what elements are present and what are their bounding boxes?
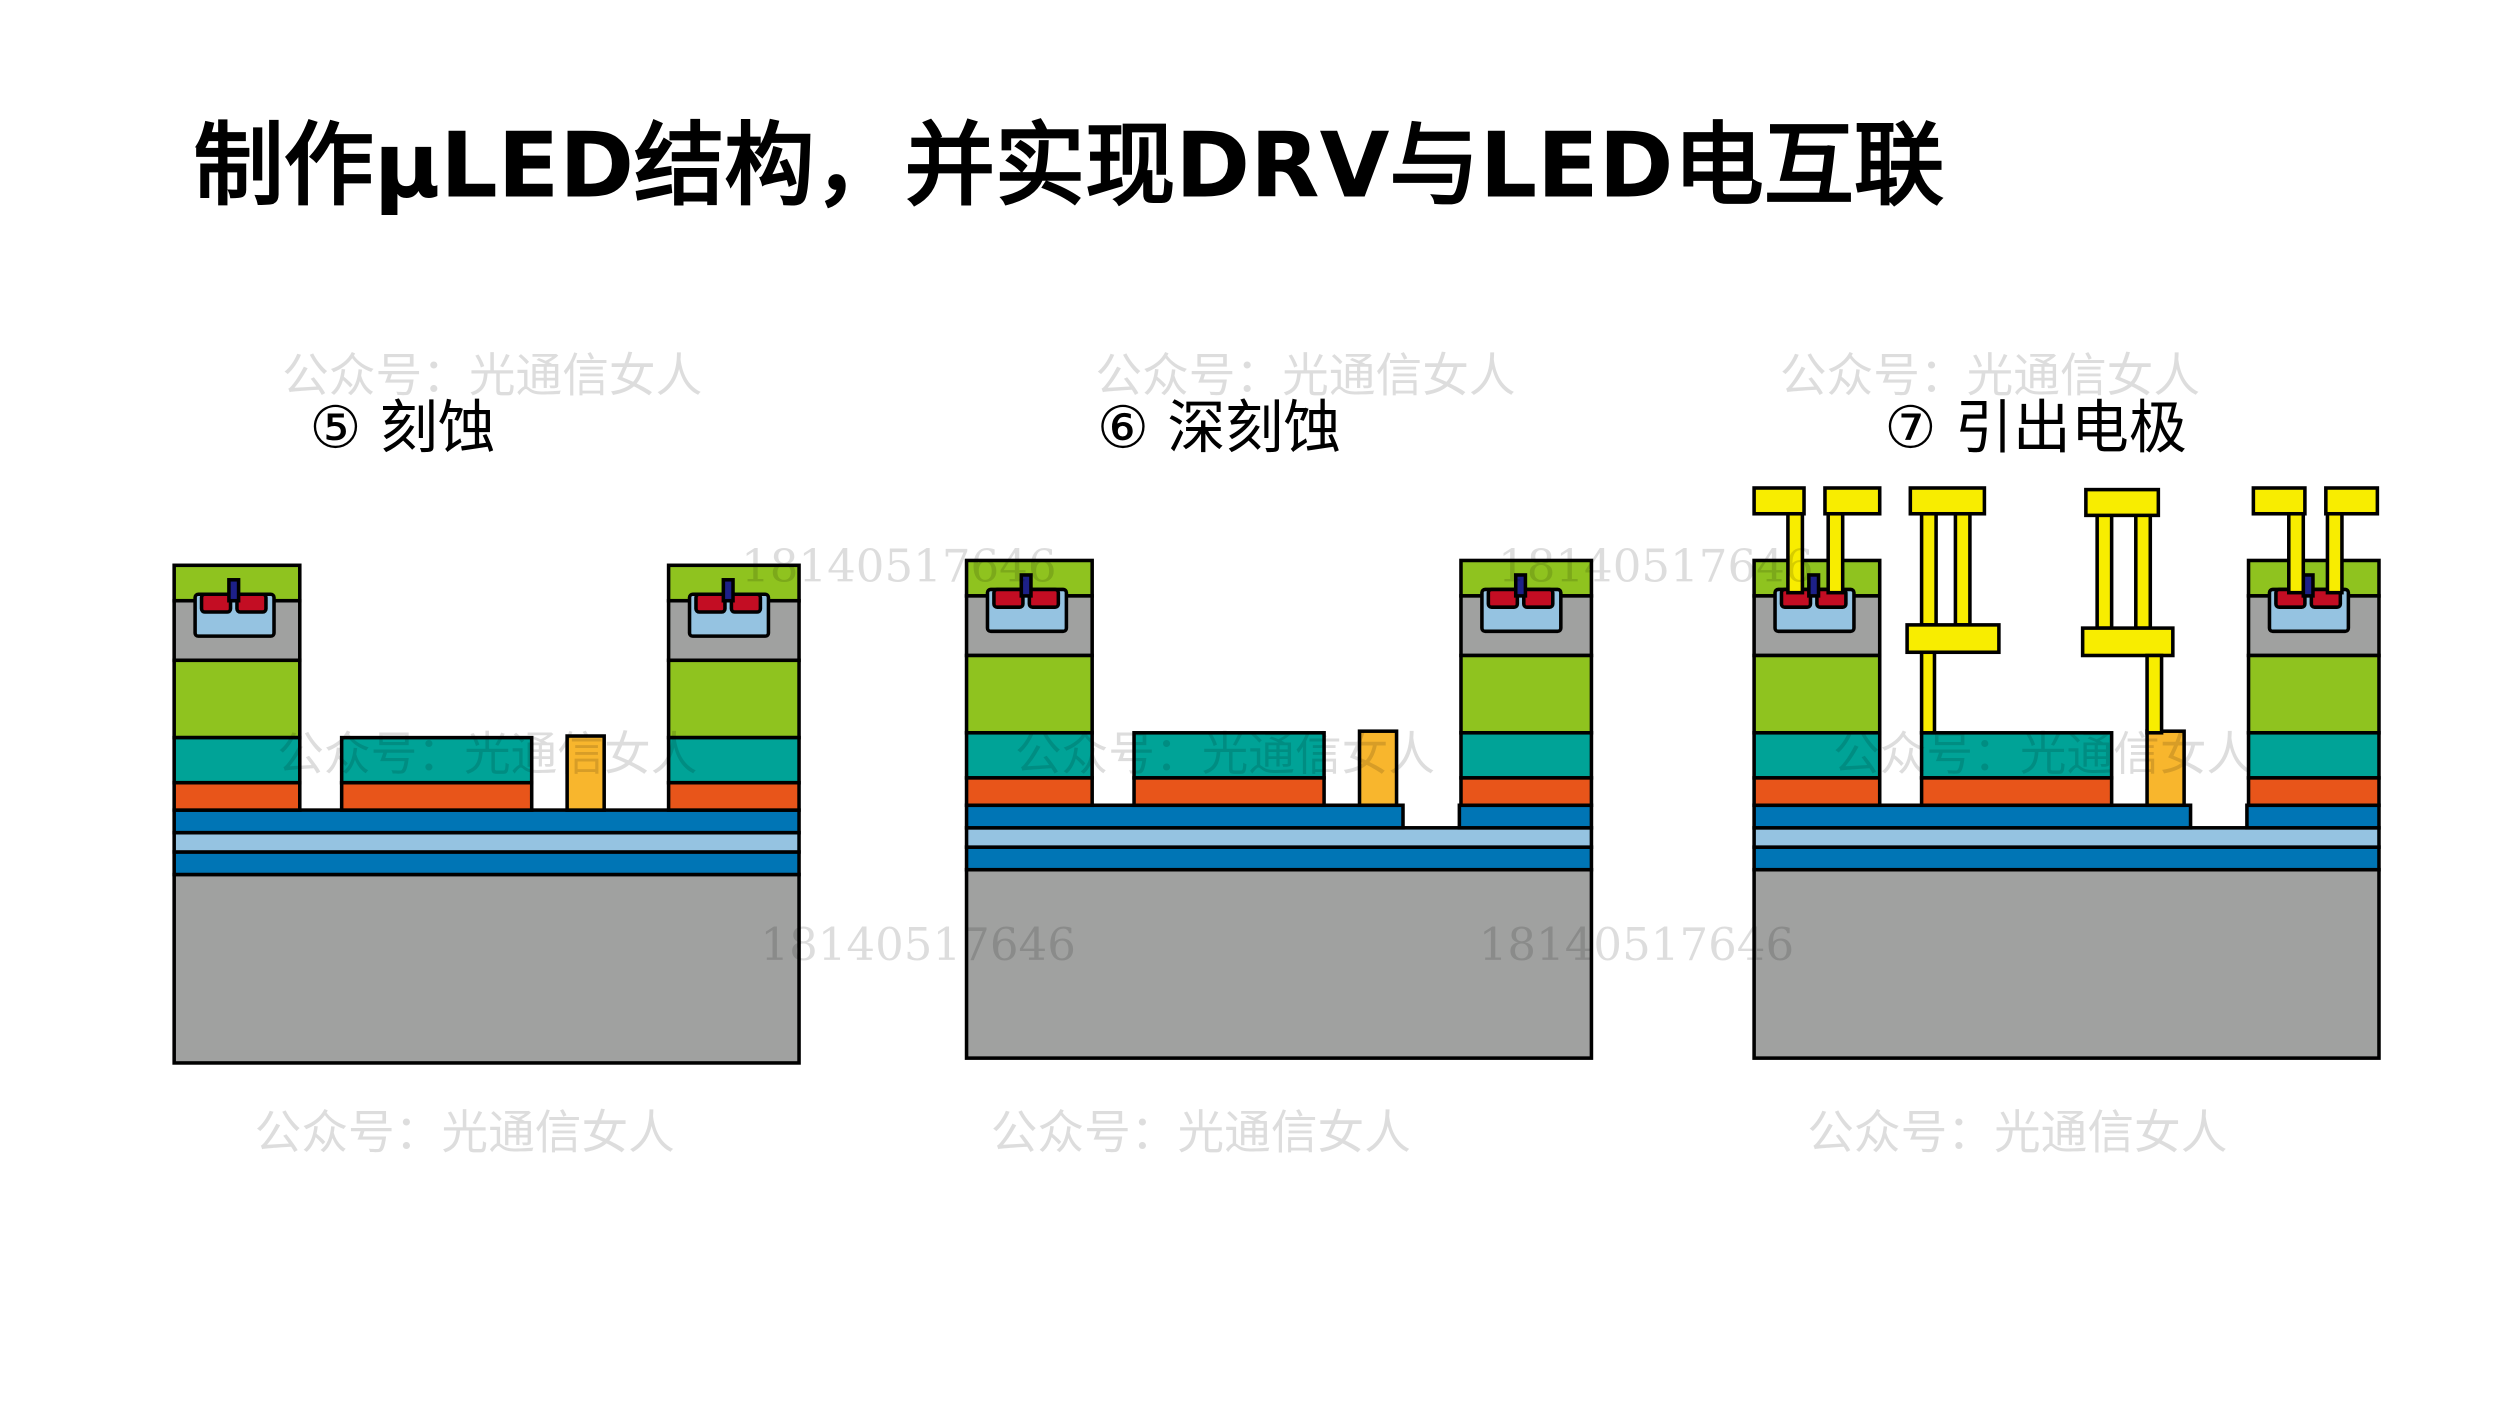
blue-layer-top-right (1457, 803, 1594, 830)
step-7-label: ⑦ 引出电极 (1885, 394, 2187, 462)
yellow-via (2134, 508, 2153, 630)
blue-layer-top (172, 808, 801, 835)
led-teal-layer (2246, 731, 2381, 780)
led-navy-stub (227, 578, 241, 603)
diagram-step-6-deep-etch (964, 558, 1594, 1060)
led-red-contact (1486, 587, 1520, 609)
slide-title: 制作μLED结构，并实现DRV与LED电互联 (193, 113, 1944, 218)
blue-layer-bottom (964, 845, 1594, 872)
yellow-pad (2084, 487, 2161, 518)
led-teal-layer (1459, 731, 1594, 780)
led-green-layer (1459, 653, 1594, 735)
yellow-via (2095, 508, 2114, 630)
watermark-account: 公众号：光通信女人 (1833, 728, 2253, 782)
yellow-via (1953, 508, 1972, 627)
yellow-pad (1823, 486, 1882, 516)
led-orange-layer (964, 776, 1094, 808)
yellow-via (1919, 508, 1938, 627)
mesa-teal-layer (339, 735, 534, 785)
yellow-via (2145, 653, 2164, 735)
led-orange-layer (1752, 776, 1882, 808)
blue-layer-top-left (1752, 803, 2193, 830)
blue-layer-top-right (2245, 803, 2381, 830)
led-green-layer (964, 653, 1094, 735)
yellow-pad (2324, 486, 2380, 516)
mesa-orange-layer (1132, 776, 1326, 808)
substrate-gray (1752, 867, 2381, 1060)
diagram-step-7-electrodes (1752, 486, 2381, 1060)
watermarks: 公众号：光通信女人 公众号：光通信女人 公众号：光通信女人 1814051764… (255, 349, 2254, 1160)
yellow-via (1919, 650, 1937, 735)
mesa-orange-layer (339, 780, 534, 812)
led-red-contact (235, 592, 268, 614)
yellow-via (2325, 508, 2344, 595)
watermark-account: 公众号：光通信女人 (1095, 349, 1515, 403)
light-blue-layer (1752, 826, 2381, 849)
substrate-gray (172, 872, 801, 1065)
step-6-label: ⑥ 深刻蚀 (1097, 394, 1341, 462)
led-teal-layer (172, 735, 302, 785)
led-navy-stub (1807, 573, 1821, 598)
led-red-contact (729, 592, 763, 614)
led-red-contact (694, 592, 727, 614)
watermark-account: 公众号：光通信女人 (1015, 728, 1435, 782)
led-orange-layer (2246, 776, 2381, 808)
step-5-label: ⑤ 刻蚀 (309, 394, 495, 462)
led-orange-layer (666, 780, 801, 812)
led-green-layer (2246, 653, 2381, 735)
amber-contact-post (565, 734, 606, 812)
yellow-via (1826, 508, 1845, 595)
watermark-phone: 18140517646 (1498, 539, 1813, 592)
amber-contact-post (1357, 729, 1399, 808)
watermark-phone: 18140517646 (760, 918, 1075, 971)
light-blue-layer (172, 830, 801, 854)
substrate-gray (964, 867, 1594, 1060)
watermark-phone: 18140517646 (741, 539, 1056, 592)
yellow-pad (2080, 626, 2175, 658)
led-red-contact (1027, 587, 1061, 609)
watermark-account: 公众号：光通信女人 (1780, 349, 2200, 403)
led-teal-layer (964, 731, 1094, 780)
yellow-pad (1908, 486, 1987, 516)
led-green-layer (172, 658, 302, 740)
led-red-contact (199, 592, 233, 614)
blue-layer-bottom (1752, 845, 2381, 872)
led-red-contact (1522, 587, 1555, 609)
yellow-pad (1752, 486, 1806, 516)
led-orange-layer (1459, 776, 1594, 808)
watermark-account: 公众号：光通信女人 (282, 349, 702, 403)
diagram-step-5-etch (172, 563, 801, 1065)
watermark-account: 公众号：光通信女人 (277, 728, 697, 782)
blue-layer-bottom (172, 850, 801, 877)
led-red-contact (992, 587, 1025, 609)
led-navy-stub (721, 578, 735, 603)
watermark-account: 公众号：光通信女人 (991, 1106, 1411, 1160)
led-navy-stub (1513, 573, 1528, 598)
led-teal-layer (666, 735, 801, 785)
yellow-pad (1905, 623, 2001, 655)
led-green-layer (666, 658, 801, 740)
blue-layer-top-left (964, 803, 1405, 830)
yellow-via (2287, 508, 2306, 595)
watermark-phone: 18140517646 (1479, 918, 1794, 971)
led-navy-stub (1019, 573, 1033, 598)
led-orange-layer (172, 780, 302, 812)
light-blue-layer (964, 826, 1594, 849)
watermark-account: 公众号：光通信女人 (255, 1106, 675, 1160)
yellow-pad (2251, 486, 2307, 516)
watermark-account: 公众号：光通信女人 (1807, 1106, 2227, 1160)
amber-contact-post (2145, 729, 2186, 808)
mesa-orange-layer (1919, 776, 2114, 808)
led-green-layer (1752, 653, 1882, 735)
